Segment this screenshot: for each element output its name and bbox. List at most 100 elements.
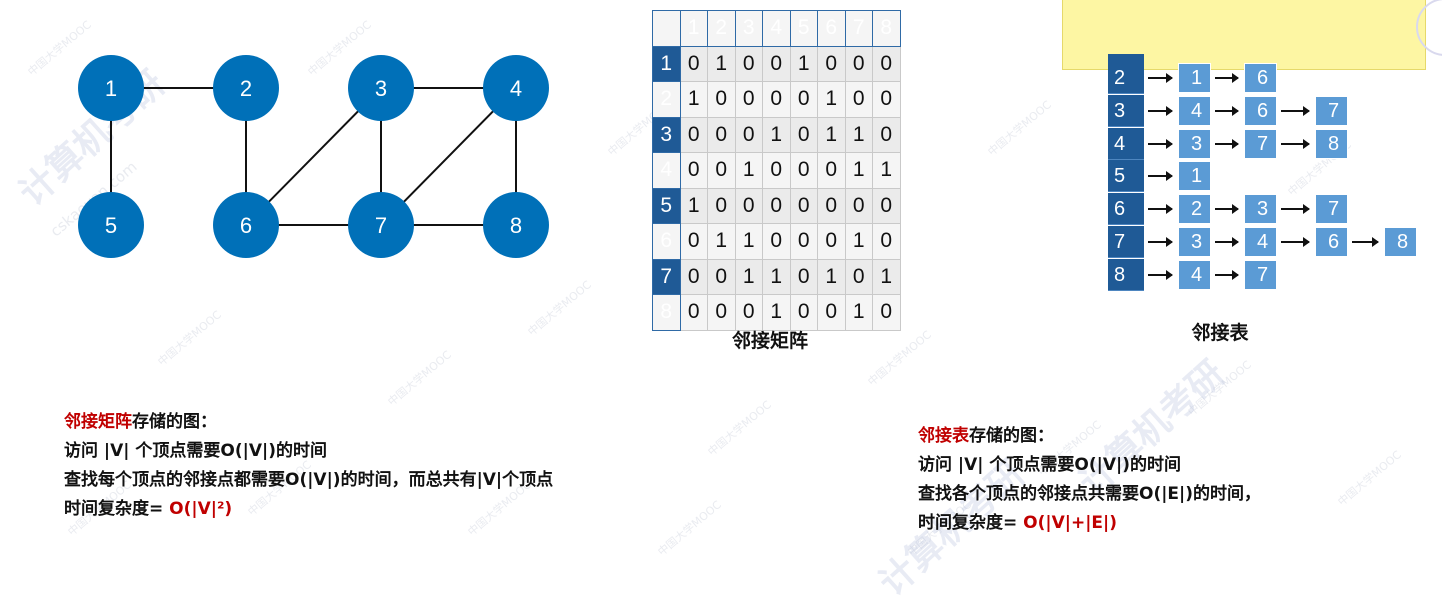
matrix-cell: 0 (789, 258, 818, 295)
list-title-rest: 存储的图： (969, 426, 1054, 446)
graph-node-7 (348, 192, 414, 258)
matrix-cell: 0 (679, 223, 708, 260)
adj-list-node: 3 (1178, 227, 1211, 257)
matrix-cell: 0 (789, 187, 818, 224)
matrix-corner (652, 10, 681, 47)
matrix-cell: 1 (762, 116, 791, 153)
matrix-cell: 0 (872, 294, 901, 331)
adj-list-arrow-icon (1215, 237, 1239, 247)
matrix-cell: 0 (872, 81, 901, 118)
matrix-cell: 1 (872, 258, 901, 295)
matrix-row-header: 7 (652, 258, 681, 295)
matrix-cell: 0 (679, 116, 708, 153)
matrix-cell: 0 (762, 187, 791, 224)
adj-list-arrow-icon (1148, 269, 1173, 280)
matrix-col-header: 2 (707, 10, 736, 47)
matrix-cell: 1 (707, 45, 736, 82)
matrix-cell: 1 (734, 223, 763, 260)
matrix-cell: 1 (844, 294, 873, 331)
matrix-cell: 0 (817, 294, 846, 331)
matrix-cell: 1 (762, 294, 791, 331)
adj-list-head: 5 (1108, 160, 1144, 193)
matrix-cell: 1 (872, 152, 901, 189)
matrix-row-header: 6 (652, 223, 681, 260)
adj-list-arrow-icon (1148, 105, 1173, 116)
matrix-cell: 0 (707, 152, 736, 189)
adj-list-node: 4 (1244, 227, 1277, 257)
graph-node-label: 5 (105, 213, 117, 238)
watermark-text: 中国大学MOOC (705, 398, 774, 459)
matrix-cell: 0 (817, 45, 846, 82)
matrix-cell: 1 (679, 81, 708, 118)
graph-node-2 (213, 55, 279, 121)
matrix-cell: 0 (679, 294, 708, 331)
adj-list-node: 7 (1244, 128, 1277, 159)
matrix-cell: 0 (679, 258, 708, 295)
adj-list-node: 8 (1384, 227, 1417, 257)
adj-list-arrow-icon (1281, 105, 1310, 116)
adj-list-node: 7 (1315, 95, 1348, 126)
matrix-cell: 0 (734, 45, 763, 82)
matrix-cell: 0 (844, 81, 873, 118)
matrix-col-header: 4 (762, 10, 791, 47)
adj-list-node: 3 (1178, 128, 1211, 159)
matrix-cell: 0 (789, 152, 818, 189)
adj-list-head: 2 (1108, 62, 1144, 94)
matrix-cell: 0 (872, 187, 901, 224)
watermark-text: 中国大学MOOC (655, 498, 724, 559)
matrix-cell: 1 (679, 187, 708, 224)
matrix-row-header: 4 (652, 152, 681, 189)
matrix-cell: 0 (762, 223, 791, 260)
watermark-text: 中国大学MOOC (985, 98, 1054, 159)
matrix-cell: 0 (872, 116, 901, 153)
matrix-cell: 0 (734, 81, 763, 118)
matrix-explanation: 邻接矩阵存储的图： 访问 |V| 个顶点需要O(|V|)的时间 查找每个顶点的邻… (64, 408, 553, 524)
list-complexity-value: O(|V|+|E|) (1023, 513, 1118, 533)
graph-node-label: 3 (375, 76, 387, 101)
matrix-row-header: 1 (652, 45, 681, 82)
matrix-cell: 0 (789, 116, 818, 153)
adj-list-node: 1 (1178, 161, 1211, 192)
matrix-caption: 邻接矩阵 (731, 330, 808, 352)
adj-list-head: 6 (1108, 193, 1144, 226)
list-complexity-label: 时间复杂度= (918, 513, 1024, 533)
adj-list-node: 6 (1244, 95, 1277, 126)
graph-node-6 (213, 192, 279, 258)
matrix-cell: 0 (734, 116, 763, 153)
adj-list-head: 4 (1108, 127, 1144, 160)
matrix-cell: 0 (707, 116, 736, 153)
watermark-text: 中国大学MOOC (1335, 448, 1404, 509)
matrix-row-header: 2 (652, 81, 681, 118)
adj-list-node: 4 (1178, 259, 1211, 290)
adj-list-arrow-icon (1281, 237, 1310, 247)
adj-list-arrow-icon (1281, 138, 1310, 149)
matrix-cell: 0 (762, 81, 791, 118)
matrix-cell: 1 (844, 152, 873, 189)
matrix-cell: 1 (734, 258, 763, 295)
list-explanation: 邻接表存储的图： 访问 |V| 个顶点需要O(|V|)的时间 查找各个顶点的邻接… (918, 422, 1261, 538)
watermark-text: 中国大学MOOC (385, 348, 454, 409)
matrix-cell: 1 (844, 223, 873, 260)
matrix-cell: 1 (817, 81, 846, 118)
matrix-col-header: 6 (817, 10, 846, 47)
adj-list-arrow-icon (1281, 204, 1310, 215)
adj-list-node: 7 (1244, 259, 1277, 290)
matrix-complexity-value: O(|V|²) (169, 499, 233, 519)
matrix-cell: 0 (762, 45, 791, 82)
adj-list-arrow-icon (1215, 269, 1239, 280)
graph-node-8 (483, 192, 549, 258)
matrix-col-header: 8 (872, 10, 901, 47)
adj-list-head: 7 (1108, 226, 1144, 258)
adj-list-arrow-icon (1148, 138, 1173, 149)
matrix-cell: 1 (707, 223, 736, 260)
matrix-col-header: 3 (734, 10, 763, 47)
matrix-title-rest: 存储的图： (132, 412, 217, 432)
matrix-cell: 0 (789, 223, 818, 260)
graph-node-5 (78, 192, 144, 258)
